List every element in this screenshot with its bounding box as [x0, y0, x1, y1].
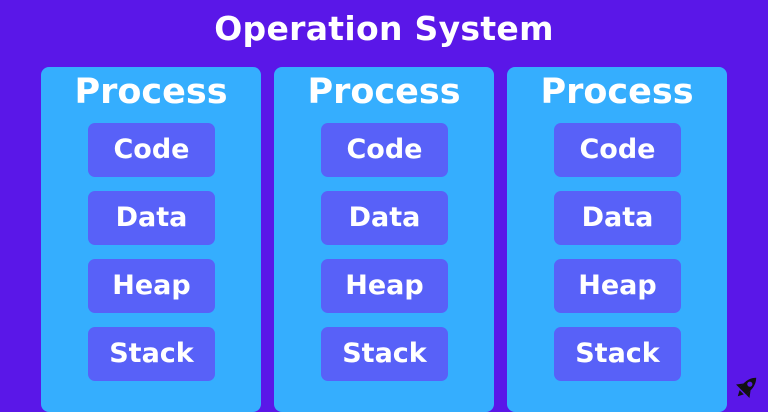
data-segment: Data [321, 191, 448, 245]
data-segment: Data [88, 191, 215, 245]
code-segment: Code [554, 123, 681, 177]
rocket-icon [736, 377, 757, 398]
code-segment: Code [321, 123, 448, 177]
heap-segment: Heap [88, 259, 215, 313]
diagram-title: Operation System [214, 9, 554, 48]
data-segment: Data [554, 191, 681, 245]
process-box-3: Process Code Data Heap Stack [507, 67, 727, 412]
stack-segment: Stack [321, 327, 448, 381]
heap-segment: Heap [554, 259, 681, 313]
process-box-1: Process Code Data Heap Stack [41, 67, 261, 412]
process-box-2: Process Code Data Heap Stack [274, 67, 494, 412]
process-label: Process [307, 72, 461, 112]
code-segment: Code [88, 123, 215, 177]
stack-segment: Stack [88, 327, 215, 381]
heap-segment: Heap [321, 259, 448, 313]
stack-segment: Stack [554, 327, 681, 381]
process-label: Process [540, 72, 694, 112]
process-label: Process [74, 72, 228, 112]
